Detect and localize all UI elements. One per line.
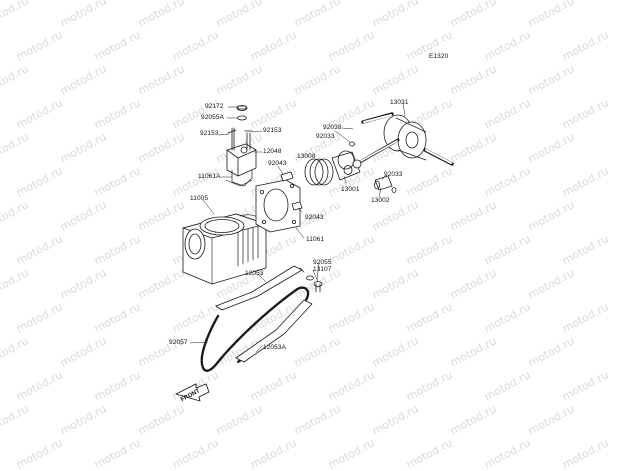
part-label-11061a: 11061A	[198, 173, 221, 180]
part-label-13107: 13107	[313, 266, 332, 273]
crankshaft	[352, 112, 454, 169]
part-label-13031: 13031	[390, 99, 409, 106]
tensioner-bracket	[225, 143, 257, 187]
part-label-12053: 12053	[245, 270, 264, 277]
part-label-12048: 12048	[263, 148, 282, 155]
part-label-11005: 11005	[190, 195, 209, 202]
cylinder-block	[182, 213, 267, 285]
part-label-92153r: 92153	[263, 127, 282, 134]
part-label-13002: 13002	[371, 197, 390, 204]
part-label-92055: 92055	[313, 259, 332, 266]
part-label-12053a: 12053A	[263, 344, 287, 351]
cam-chain	[200, 286, 310, 372]
guide-bolt	[306, 275, 323, 293]
part-label-13008: 13008	[297, 153, 316, 160]
part-label-11061: 11061	[306, 236, 325, 243]
part-label-92038: 92038	[323, 124, 342, 131]
front-arrow	[175, 383, 210, 402]
part-label-92043b: 92043	[305, 214, 324, 221]
part-label-92043a: 92043	[268, 160, 287, 167]
part-label-92033b: 92033	[384, 171, 403, 178]
piston-pin	[349, 141, 397, 193]
piston-rings	[304, 158, 334, 186]
piston	[331, 150, 361, 181]
part-label-92057: 92057	[169, 339, 188, 346]
leader-lines	[189, 102, 406, 353]
part-label-13001: 13001	[341, 186, 360, 193]
dowel-pins	[280, 171, 303, 211]
bolts-washers	[227, 105, 253, 151]
part-label-92153l: 92153	[200, 130, 219, 137]
part-label-92172: 92172	[205, 103, 224, 110]
chain-guide-lower	[235, 299, 313, 363]
diagram-code: E1320	[429, 53, 449, 60]
chain-guide-upper	[215, 265, 305, 311]
part-label-92033a: 92033	[316, 133, 335, 140]
part-label-92055a: 92055A	[201, 114, 225, 121]
